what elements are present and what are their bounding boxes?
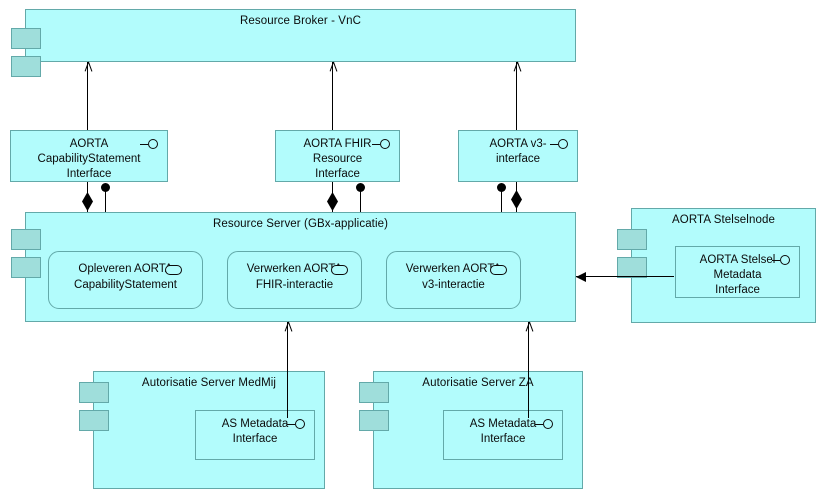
- component-tab-lower: [359, 410, 389, 431]
- service-verwerken-aorta-fhir-interactie[interactable]: Verwerken AORTA FHIR-interactie: [227, 251, 362, 309]
- interface-aorta-capabilitystatement[interactable]: AORTA CapabilityStatement Interface: [10, 130, 168, 182]
- component-tab-lower: [79, 410, 109, 431]
- service-verwerken-aorta-v3-interactie-label: Verwerken AORTA v3-interactie: [405, 263, 502, 291]
- component-tab-lower: [617, 257, 647, 278]
- connector-as-medmij-to-resource-server-arrowhead: [282, 322, 294, 334]
- provided-interface-lollipop-icon: [287, 419, 309, 430]
- component-autorisatie-server-za-label: Autorisatie Server ZA: [422, 377, 534, 389]
- connector-as-za-to-resource-server-line: [528, 322, 530, 418]
- interface-aorta-stelsel-metadata-label: AORTA Stelsel Metadata Interface: [699, 254, 776, 296]
- component-autorisatie-server-za[interactable]: Autorisatie Server ZA AS Metadata Interf…: [359, 371, 583, 489]
- connector-capability-composition-diamond: [82, 192, 93, 211]
- provided-interface-lollipop-icon: [550, 139, 572, 150]
- interface-as-metadata-za[interactable]: AS Metadata Interface: [443, 410, 563, 460]
- component-resource-broker[interactable]: Resource Broker - VnC: [11, 9, 576, 77]
- interface-aorta-fhir-resource[interactable]: AORTA FHIR Resource Interface: [275, 130, 400, 182]
- component-aorta-stelselnode-label: AORTA Stelselnode: [672, 214, 775, 226]
- provided-interface-lollipop-icon: [372, 139, 394, 150]
- connector-stelsel-to-resource-server-arrowhead: [576, 272, 586, 282]
- connector-v3-to-broker-arrowhead: [511, 62, 523, 74]
- component-autorisatie-server-medmij[interactable]: Autorisatie Server MedMij AS Metadata In…: [79, 371, 325, 489]
- connector-fhir-composition-diamond: [327, 192, 338, 211]
- interface-aorta-capabilitystatement-label: AORTA CapabilityStatement Interface: [37, 138, 141, 180]
- component-tab-lower: [11, 257, 41, 278]
- connector-fhir-to-broker-arrowhead: [327, 62, 339, 74]
- application-service-icon: [165, 265, 182, 275]
- connector-capability-to-broker-line: [87, 62, 89, 130]
- component-tab-upper: [617, 229, 647, 250]
- component-aorta-stelselnode[interactable]: AORTA Stelselnode AORTA Stelsel Metadata…: [617, 208, 816, 323]
- provided-interface-lollipop-icon: [772, 255, 794, 266]
- connector-capability-to-broker-arrowhead: [82, 62, 94, 74]
- component-tab-upper: [11, 229, 41, 250]
- connector-v3-to-broker-line: [516, 62, 518, 130]
- component-resource-server[interactable]: Resource Server (GBx-applicatie) Oplever…: [11, 212, 576, 322]
- interface-as-metadata-medmij-label: AS Metadata Interface: [221, 418, 289, 445]
- connector-as-medmij-to-resource-server-line: [287, 322, 289, 418]
- component-resource-broker-label: Resource Broker - VnC: [240, 15, 361, 27]
- provided-interface-lollipop-icon: [535, 419, 557, 430]
- provided-interface-lollipop-icon: [140, 139, 162, 150]
- application-service-icon: [331, 265, 348, 275]
- interface-aorta-stelsel-metadata[interactable]: AORTA Stelsel Metadata Interface: [675, 246, 800, 298]
- connector-fhir-to-broker-line: [332, 62, 334, 130]
- service-opleveren-aorta-capabilitystatement-label: Opleveren AORTA CapabilityStatement: [74, 263, 177, 291]
- service-verwerken-aorta-v3-interactie[interactable]: Verwerken AORTA v3-interactie: [386, 251, 521, 309]
- interface-aorta-fhir-resource-label: AORTA FHIR Resource Interface: [303, 138, 372, 180]
- component-tab-upper: [79, 382, 109, 403]
- connector-as-za-to-resource-server-arrowhead: [523, 322, 535, 334]
- component-tab-lower: [11, 56, 41, 77]
- component-resource-server-label: Resource Server (GBx-applicatie): [212, 218, 389, 230]
- connector-stelsel-to-resource-server-line: [576, 276, 674, 278]
- component-tab-upper: [11, 28, 41, 49]
- service-opleveren-aorta-capabilitystatement[interactable]: Opleveren AORTA CapabilityStatement: [48, 251, 203, 309]
- service-verwerken-aorta-fhir-interactie-label: Verwerken AORTA FHIR-interactie: [246, 263, 343, 291]
- application-service-icon: [490, 265, 507, 275]
- interface-as-metadata-za-label: AS Metadata Interface: [469, 418, 537, 445]
- interface-as-metadata-medmij[interactable]: AS Metadata Interface: [195, 410, 315, 460]
- interface-aorta-v3[interactable]: AORTA v3- interface: [458, 130, 578, 182]
- component-tab-upper: [359, 382, 389, 403]
- connector-v3-composition-diamond: [511, 190, 522, 209]
- interface-aorta-v3-label: AORTA v3- interface: [489, 138, 547, 165]
- component-autorisatie-server-medmij-label: Autorisatie Server MedMij: [141, 377, 277, 389]
